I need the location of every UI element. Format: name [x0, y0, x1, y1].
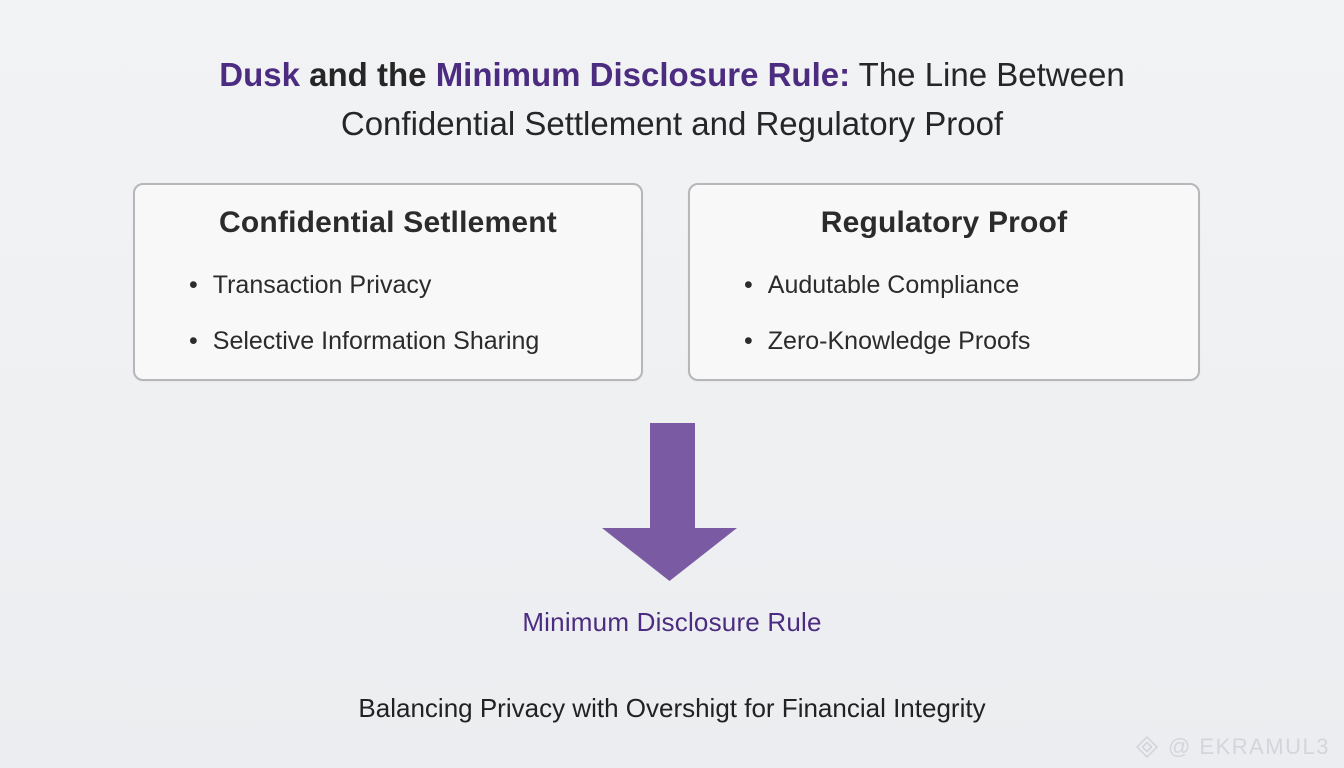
- list-item-label: Selective Information Sharing: [212, 327, 540, 355]
- footer-caption: Balancing Privacy with Overshigt for Fin…: [358, 693, 986, 723]
- title-the-line-between: The Line Between: [850, 56, 1125, 94]
- bullet-icon: •: [189, 271, 198, 299]
- watermark: @ EKRAMUL3: [1135, 734, 1330, 760]
- list-item-label: Transaction Privacy: [212, 271, 432, 299]
- bullet-icon: •: [744, 271, 753, 299]
- bullet-icon: •: [189, 327, 198, 355]
- page-title: Dusk and the Minimum Disclosure Rule: Th…: [0, 50, 1344, 148]
- title-word-dusk: Dusk: [219, 56, 300, 94]
- regulatory-proof-list: • Audutable Compliance • Zero-Knowledge …: [690, 271, 1198, 356]
- confidential-settlement-box: Confidential Setllement • Transaction Pr…: [133, 183, 643, 381]
- list-item-label: Audutable Compliance: [767, 271, 1020, 299]
- regulatory-proof-box: Regulatory Proof • Audutable Compliance …: [688, 183, 1200, 381]
- list-item-label: Zero-Knowledge Proofs: [767, 327, 1031, 355]
- list-item: • Transaction Privacy: [189, 271, 641, 300]
- list-item: • Zero-Knowledge Proofs: [744, 327, 1198, 356]
- list-item: • Audutable Compliance: [744, 271, 1198, 300]
- bullet-icon: •: [744, 327, 753, 355]
- regulatory-proof-box-title: Regulatory Proof: [820, 206, 1068, 239]
- watermark-handle: @ EKRAMUL3: [1167, 734, 1330, 759]
- gem-logo-icon: [1136, 736, 1158, 758]
- title-and-the: and the: [300, 56, 436, 94]
- confidential-settlement-box-title: Confidential Setllement: [219, 206, 557, 239]
- title-line-2: Confidential Settlement and Regulatory P…: [340, 105, 1004, 143]
- list-item: • Selective Information Sharing: [189, 327, 641, 356]
- title-minimum-disclosure-rule: Minimum Disclosure Rule:: [435, 56, 851, 94]
- confidential-settlement-list: • Transaction Privacy • Selective Inform…: [135, 271, 641, 356]
- down-arrow-icon: [602, 423, 737, 581]
- minimum-disclosure-rule-label: Minimum Disclosure Rule: [522, 607, 822, 637]
- title-line-1: Dusk and the Minimum Disclosure Rule: Th…: [0, 50, 1344, 99]
